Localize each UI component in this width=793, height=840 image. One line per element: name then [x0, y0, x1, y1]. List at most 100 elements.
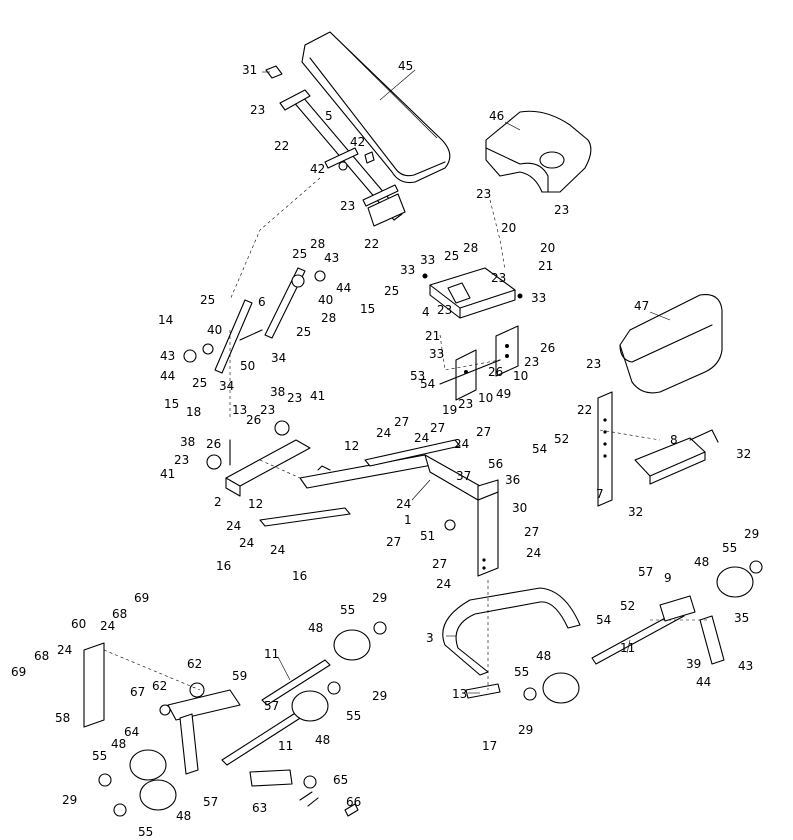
part-label-p69b: 69	[11, 665, 26, 679]
link-arms-6	[183, 267, 326, 374]
part-label-p35: 35	[734, 611, 749, 625]
part-label-p48e: 48	[111, 737, 126, 751]
part-label-p23i: 23	[586, 357, 601, 371]
part-label-p23e: 23	[491, 271, 506, 285]
part-label-p27b: 27	[430, 421, 445, 435]
part-label-p44b: 44	[160, 369, 175, 383]
part-label-p23a: 23	[250, 103, 265, 117]
leg-upright-7	[597, 391, 613, 507]
part-label-p54a: 54	[420, 377, 435, 391]
part-label-p23h: 23	[458, 397, 473, 411]
part-label-p49: 49	[496, 387, 511, 401]
part-label-p43c: 43	[738, 659, 753, 673]
part-label-p29e: 29	[62, 793, 77, 807]
right-roller-assembly	[523, 560, 763, 704]
part-label-p22b: 22	[364, 237, 379, 251]
part-label-p39: 39	[686, 657, 701, 671]
holder-12-lower	[259, 507, 351, 527]
front-base-3	[442, 587, 581, 676]
part-label-p13b: 13	[452, 687, 467, 701]
part-label-p26c: 26	[246, 413, 261, 427]
part-label-p24h: 24	[526, 546, 541, 560]
part-label-p65: 65	[333, 773, 348, 787]
part-label-p48d: 48	[315, 733, 330, 747]
part-label-p46: 46	[489, 109, 504, 123]
leg-pad-47	[619, 294, 723, 394]
part-label-p44a: 44	[336, 281, 351, 295]
part-label-p20a: 20	[501, 221, 516, 235]
part-label-p48b: 48	[536, 649, 551, 663]
part-label-p24f: 24	[239, 536, 254, 550]
part-label-p6: 6	[258, 295, 266, 309]
part-label-p68a: 68	[112, 607, 127, 621]
part-label-p43b: 43	[160, 349, 175, 363]
part-label-p1: 1	[404, 513, 412, 527]
part-label-p7: 7	[596, 487, 604, 501]
part-label-p41a: 41	[310, 389, 325, 403]
part-label-p25f: 25	[384, 284, 399, 298]
part-label-p16a: 16	[216, 559, 231, 573]
part-label-p37: 37	[456, 469, 471, 483]
back-pad-45	[301, 31, 451, 184]
back-frame-5	[279, 89, 406, 227]
part-label-p44c: 44	[696, 675, 711, 689]
part-label-p48a: 48	[694, 555, 709, 569]
part-label-p62b: 62	[152, 679, 167, 693]
part-label-p23k: 23	[287, 391, 302, 405]
part-label-p24e: 24	[226, 519, 241, 533]
part-label-p31: 31	[242, 63, 257, 77]
part-label-p42a: 42	[350, 135, 365, 149]
part-label-p21a: 21	[538, 259, 553, 273]
part-label-p32a: 32	[736, 447, 751, 461]
part-label-p55f: 55	[138, 825, 153, 839]
part-label-p58: 58	[55, 711, 70, 725]
part-label-p23c: 23	[476, 187, 491, 201]
leg-curl-arm-59	[159, 682, 241, 775]
part-label-p17: 17	[482, 739, 497, 753]
part-label-p23b: 23	[340, 199, 355, 213]
part-label-p4: 4	[422, 305, 430, 319]
part-label-p14: 14	[158, 313, 173, 327]
part-label-p47: 47	[634, 299, 649, 313]
part-label-p40a: 40	[318, 293, 333, 307]
seat-pad-46	[485, 110, 592, 193]
part-label-p50: 50	[240, 359, 255, 373]
part-label-p33b: 33	[420, 253, 435, 267]
part-label-p29b: 29	[518, 723, 533, 737]
part-label-p38a: 38	[270, 385, 285, 399]
part-label-p57c: 57	[203, 795, 218, 809]
part-label-p19: 19	[442, 403, 457, 417]
part-label-p55a: 55	[722, 541, 737, 555]
part-label-p27c: 27	[476, 425, 491, 439]
leg-bracket-8	[634, 429, 719, 485]
part-label-p24a: 24	[376, 426, 391, 440]
part-label-p55b: 55	[514, 665, 529, 679]
part-label-p23d: 23	[554, 203, 569, 217]
part-label-p66: 66	[346, 795, 361, 809]
part-label-p24c: 24	[454, 437, 469, 451]
part-label-p64: 64	[124, 725, 139, 739]
part-label-p27a: 27	[394, 415, 409, 429]
foot-plate-13	[465, 683, 501, 699]
part-label-p18: 18	[186, 405, 201, 419]
part-label-p34a: 34	[219, 379, 234, 393]
part-label-p22c: 22	[577, 403, 592, 417]
part-label-p12a: 12	[344, 439, 359, 453]
part-label-p25e: 25	[444, 249, 459, 263]
part-label-p33d: 33	[429, 347, 444, 361]
adjust-plates-10-49	[439, 325, 519, 401]
part-label-p5: 5	[325, 109, 333, 123]
part-label-p55d: 55	[346, 709, 361, 723]
part-label-p41b: 41	[160, 467, 175, 481]
part-label-p20b: 20	[540, 241, 555, 255]
part-label-p28c: 28	[463, 241, 478, 255]
part-label-p43a: 43	[324, 251, 339, 265]
rollers-11-48-left	[98, 621, 387, 817]
seat-bracket-4	[422, 267, 523, 319]
part-label-p8: 8	[670, 433, 678, 447]
part-label-p25d: 25	[192, 376, 207, 390]
part-label-p15a: 15	[164, 397, 179, 411]
part-label-p16b: 16	[292, 569, 307, 583]
part-label-p24d: 24	[396, 497, 411, 511]
